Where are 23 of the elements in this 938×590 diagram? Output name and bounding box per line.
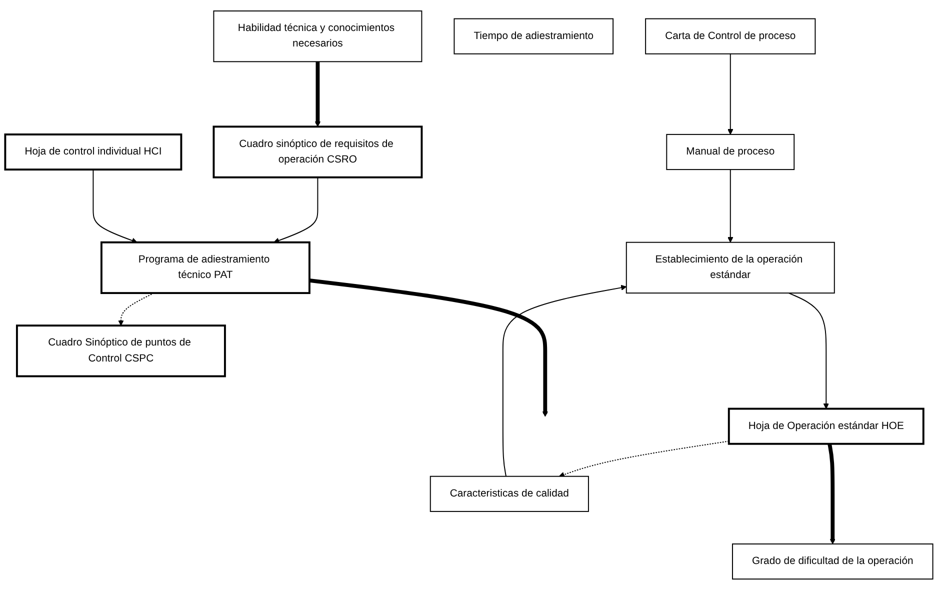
node-box: Caracteristicas de calidad [430,476,589,512]
arrow [728,53,734,135]
node-box: Tiempo de adiestramiento [454,18,614,54]
arrow [728,169,734,243]
node-box: Hoja de control individual HCI [4,133,182,171]
arrow [558,440,730,478]
node-box: Manual de proceso [666,134,795,170]
node-box: Hoja de Operación estándar HOE [728,408,924,445]
node-box: Establecimiento de la operación estándar [626,242,835,294]
node-box: Cuadro sinóptico de requisitos de operación CSRO [212,126,423,178]
node-box: Grado de dificultad de la operación [732,543,934,580]
node-box: Cuadro Sinóptico de puntos de Control CSPC [16,324,226,378]
arrow [118,292,154,326]
node-box: Carta de Control de proceso [645,18,816,54]
arrow [502,284,627,477]
node-box: Programa de adiestramiento técnico PAT [100,241,310,294]
arrow [309,278,548,417]
arrow [314,62,321,127]
node-box: Habilidad técnica y conocimientos necesarios [213,10,422,62]
arrow [274,176,318,244]
arrow [788,292,829,409]
arrow [92,169,138,244]
arrow [828,443,836,544]
